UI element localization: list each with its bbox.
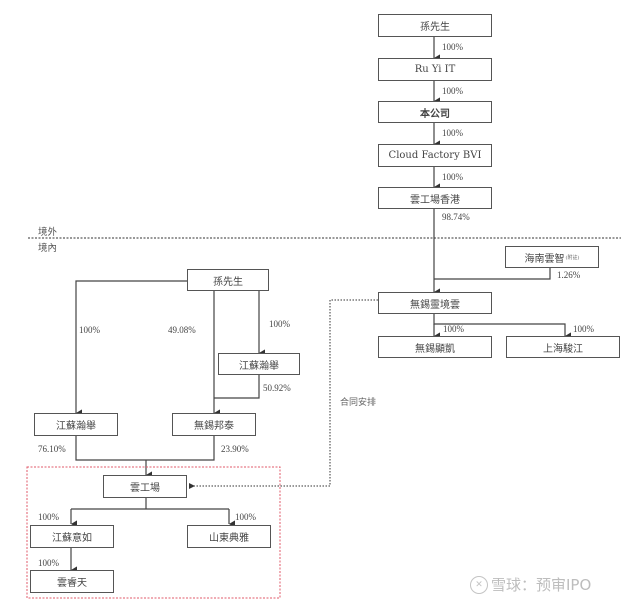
node-cloud-factory-bvi: Cloud Factory BVI — [378, 144, 492, 167]
label-offshore: 境外 — [38, 227, 58, 238]
node-mr-sun-offshore: 孫先生 — [378, 14, 492, 37]
pct-label: 76.10% — [38, 444, 66, 454]
pct-label: 100% — [442, 86, 463, 96]
pct-label: 100% — [79, 325, 100, 335]
edge-contract — [189, 299, 378, 489]
node-ru-yi-it: Ru Yi IT — [378, 58, 492, 81]
edge-sun-jiangsu-left — [75, 280, 187, 417]
xueqiu-logo-icon: ✕ — [470, 575, 488, 594]
pct-label: 100% — [442, 128, 463, 138]
edge-wuxi-children — [433, 314, 571, 340]
watermark: ✕ 雪球：预审IPO — [470, 574, 591, 595]
pct-label: 100% — [235, 512, 256, 522]
edge-jiangsu-mid-bangtai — [214, 375, 260, 399]
node-yunruitian: 雲睿天 — [30, 570, 114, 593]
contract-arrangement-label: 合同安排 — [340, 398, 377, 408]
note-marker: (附註) — [565, 254, 580, 261]
pct-label: 49.08% — [168, 325, 196, 335]
vie-group-border — [26, 466, 281, 599]
node-yun-hk: 雲工場香港 — [378, 187, 492, 209]
node-jiangsu-hanju-mid: 江蘇瀚舉 — [218, 353, 300, 375]
edge-hainan-wuxi — [434, 268, 551, 280]
node-mr-sun-onshore: 孫先生 — [187, 269, 269, 291]
node-wuxi-xiankai: 無錫顯凱 — [378, 336, 492, 358]
node-shanghai-junjiang: 上海駿江 — [506, 336, 620, 358]
pct-label: 50.92% — [263, 383, 291, 393]
node-yun-gongchang: 雲工場 — [103, 475, 187, 498]
node-shandong-dianya: 山東典雅 — [187, 525, 271, 548]
pct-label: 23.90% — [221, 444, 249, 454]
pct-label: 1.26% — [557, 270, 581, 280]
pct-label: 100% — [442, 42, 463, 52]
node-company: 本公司 — [378, 101, 492, 123]
label-onshore: 境內 — [38, 243, 58, 254]
node-label: 海南雲智 — [524, 253, 565, 265]
pct-label: 100% — [269, 319, 290, 329]
pct-label: 100% — [443, 324, 464, 334]
watermark-text: 雪球：预审IPO — [491, 576, 592, 594]
node-wuxi-bangtai: 無錫邦泰 — [172, 413, 256, 436]
node-hainan-yunzhi: 海南雲智(附註) — [505, 246, 599, 268]
pct-label: 100% — [38, 558, 59, 568]
node-jiangsu-hanju-left: 江蘇瀚舉 — [34, 413, 118, 436]
pct-label: 98.74% — [442, 212, 470, 222]
pct-label: 100% — [573, 324, 594, 334]
pct-label: 100% — [38, 512, 59, 522]
pct-label: 100% — [442, 172, 463, 182]
edge-to-yun — [75, 436, 215, 461]
node-jiangsu-yiru: 江蘇意如 — [30, 525, 114, 548]
node-wuxi-lingjing: 無錫靈境雲 — [378, 292, 492, 314]
